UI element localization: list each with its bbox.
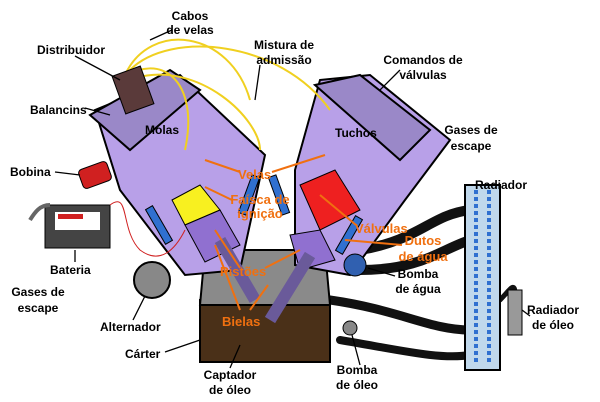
- right-conrod: [264, 251, 316, 324]
- label-bielas: Bielas: [222, 314, 260, 329]
- label-distribuidor: Distribuidor: [37, 43, 105, 57]
- orange-leader-lines: [204, 154, 403, 311]
- alternator: [133, 261, 171, 299]
- battery-wires: [109, 201, 186, 257]
- ignition-coil: [78, 161, 112, 189]
- oil-pump: [342, 320, 358, 336]
- battery: [28, 203, 111, 249]
- water-jackets: [144, 174, 364, 256]
- label-molas: Molas: [145, 123, 179, 137]
- radiator: [464, 184, 501, 371]
- label-bateria: Bateria: [50, 263, 91, 277]
- distributor: [111, 65, 155, 115]
- radiator-hoses: [325, 205, 518, 361]
- water-pump: [343, 253, 367, 277]
- label-bobina: Bobina: [10, 165, 51, 179]
- label-alternador: Alternador: [100, 320, 161, 334]
- oil-cooler: [507, 289, 523, 336]
- label-valvulas: Válvulas: [355, 221, 408, 236]
- oil-pan: [199, 299, 331, 363]
- left-conrod: [214, 236, 261, 304]
- label-balancins: Balancins: [30, 103, 87, 117]
- label-velas: Velas: [238, 167, 271, 182]
- right-valve-cover: [312, 73, 432, 162]
- label-tuchos: Tuchos: [335, 126, 377, 140]
- label-carter: Cárter: [125, 347, 161, 361]
- leader-lines: [54, 29, 531, 369]
- label-pistoes: Pistões: [220, 264, 266, 279]
- label-radiador: Radiador: [475, 178, 527, 192]
